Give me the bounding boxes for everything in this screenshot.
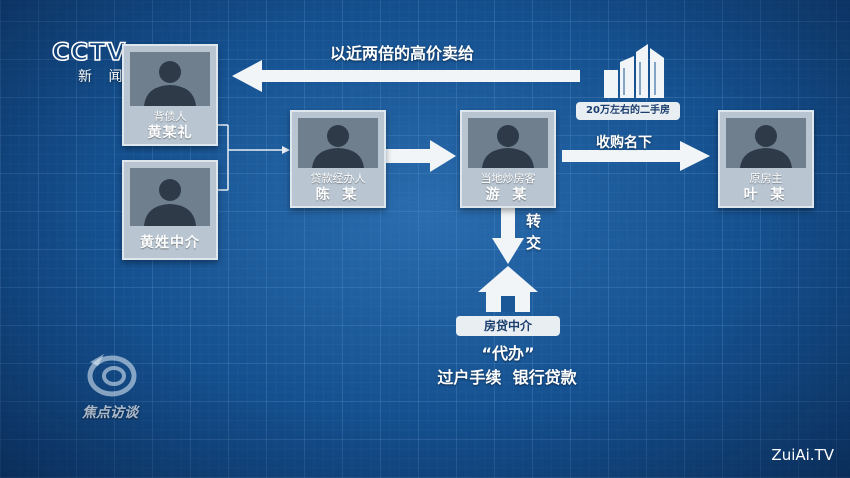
- owner-role: 原房主: [749, 172, 783, 185]
- transfer-label: 转交: [526, 212, 542, 252]
- card-loan-handler: 贷款经办人 陈 某: [290, 110, 386, 208]
- person-silhouette-icon: [298, 118, 378, 168]
- speculator-name: 游 某: [485, 187, 531, 203]
- arrow-to-loan-handler: [282, 146, 290, 154]
- borrower-name: 黄某礼: [147, 125, 193, 141]
- loan-handler-name: 陈 某: [315, 187, 361, 203]
- arrow-purchase: [562, 141, 710, 171]
- svg-text:CCTV: CCTV: [52, 38, 126, 66]
- speculator-role: 当地炒房客: [480, 172, 536, 185]
- program-logo-icon: [87, 354, 137, 397]
- arrow-chen-to-you: [386, 140, 456, 172]
- card-speculator: 当地炒房客 游 某: [460, 110, 556, 208]
- arrow-transfer: [492, 208, 524, 264]
- borrower-role: 背债人: [153, 110, 187, 123]
- connector-lines: [216, 124, 282, 191]
- person-silhouette-icon: [130, 52, 210, 106]
- loan-handler-role: 贷款经办人: [310, 172, 366, 185]
- person-silhouette-icon: [130, 168, 210, 226]
- card-agent-huang: 黄姓中介: [122, 160, 218, 260]
- agent-huang-name: 黄姓中介: [140, 235, 200, 251]
- property-tag: 20万左右的二手房: [576, 102, 680, 120]
- owner-name: 叶 某: [743, 187, 789, 203]
- person-silhouette-icon: [726, 118, 806, 168]
- arrow-sell-back: [232, 60, 580, 92]
- card-owner: 原房主 叶 某: [718, 110, 814, 208]
- loan-agent-quote: “代办”: [481, 344, 535, 363]
- person-silhouette-icon: [468, 118, 548, 168]
- channel-sub-label: 新 闻: [78, 69, 129, 85]
- watermark: ZuiAi.TV: [771, 446, 834, 464]
- card-borrower: 背债人 黄某礼: [122, 44, 218, 146]
- loan-agent-services: 过户手续 银行贷款: [437, 368, 577, 387]
- program-name: 焦点访谈: [82, 405, 138, 421]
- house-icon: [478, 266, 538, 312]
- sell-back-label: 以近两倍的高价卖给: [330, 44, 475, 63]
- purchase-label: 收购名下: [596, 135, 652, 151]
- loan-agent-tag: 房贷中介: [456, 316, 560, 336]
